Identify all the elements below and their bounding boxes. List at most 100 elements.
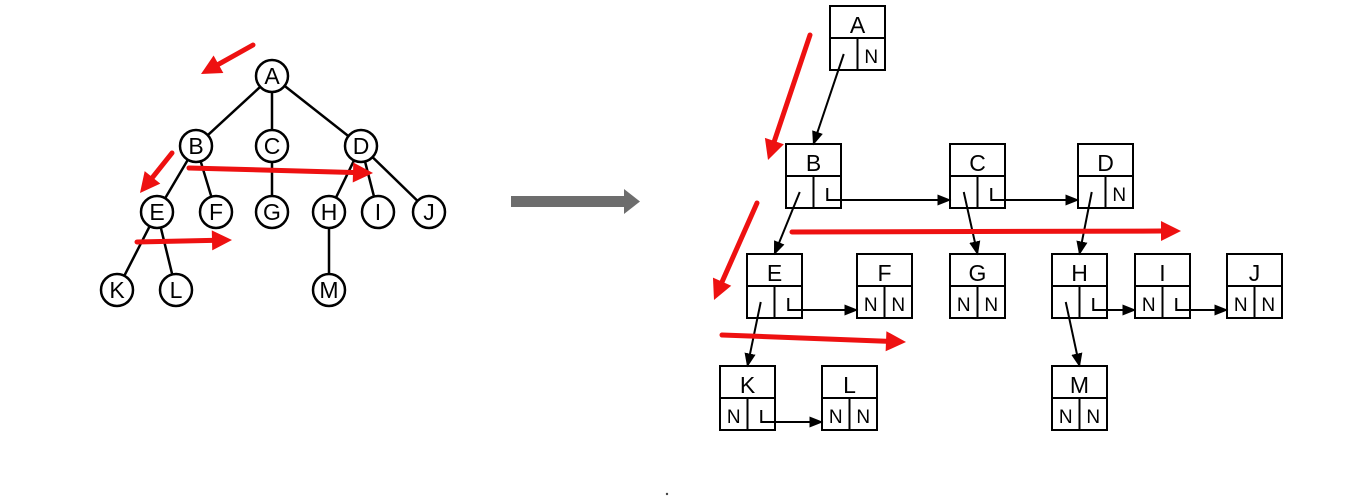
tree-nodes: A B C D E F G H I J K L M (99, 58, 447, 308)
traversal-arrow-shaft (149, 150, 175, 180)
traversal-arrows (134, 32, 1181, 352)
null-child-marker: N (727, 407, 741, 428)
tree-node: F (198, 194, 234, 230)
binary-node: E (746, 253, 803, 319)
null-sibling-marker: N (864, 47, 878, 68)
traversal-arrow (789, 221, 1181, 242)
tree-node-label: L (170, 277, 183, 303)
tree-node-label: B (188, 133, 203, 159)
traversal-arrow-shaft (719, 200, 760, 285)
tree-node-label: J (423, 199, 435, 225)
tree-node-label: F (209, 199, 223, 225)
binary-node-label: I (1159, 260, 1165, 286)
binary-node: DN (1077, 143, 1134, 209)
next-sibling-pointer (1092, 298, 1137, 316)
first-child-pointer (1064, 301, 1083, 368)
binary-node-label: J (1249, 260, 1261, 286)
binary-node-label: E (767, 260, 782, 286)
transform-arrow (511, 189, 640, 214)
tree-node-label: I (375, 199, 381, 225)
next-sibling-pointer (787, 298, 859, 316)
null-sibling-marker: N (1112, 185, 1126, 206)
traversal-arrow-head (1160, 221, 1181, 242)
tree-edge (123, 225, 151, 277)
tree-node-circle (158, 272, 194, 308)
tree-node-label: C (264, 133, 281, 159)
next-sibling-pointer (760, 410, 824, 428)
null-child-marker: N (957, 295, 971, 316)
tree-node: A (254, 58, 290, 94)
tree-node: K (99, 272, 135, 308)
tree-node: G (254, 194, 290, 230)
first-child-pointer (962, 191, 981, 256)
tree-node-circle (254, 194, 290, 230)
null-sibling-marker: N (984, 295, 998, 316)
tree-node: L (158, 272, 194, 308)
first-child-pointer (773, 191, 801, 256)
traversal-arrow-head (201, 55, 224, 74)
binary-node-label: L (843, 372, 856, 398)
tree-node: D (343, 128, 379, 164)
general-tree: A B C D E F G H I J K L M (99, 58, 447, 308)
binary-node: IN (1134, 253, 1191, 319)
traversal-arrow (140, 150, 175, 193)
traversal-arrow-shaft (134, 237, 215, 245)
traversal-arrow-shaft (789, 228, 1164, 235)
tree-edge (363, 161, 376, 197)
traversal-arrow-shaft (771, 32, 813, 144)
tree-node-circle (254, 58, 290, 94)
tree-node-label: A (264, 63, 280, 89)
binary-node-label: M (1070, 372, 1089, 398)
traversal-arrow (186, 162, 373, 183)
transform-arrow-head (624, 189, 640, 214)
tree-node-circle (343, 128, 379, 164)
traversal-arrow-head (211, 230, 232, 251)
traversal-arrow (712, 200, 760, 300)
traversal-arrow-head (712, 277, 732, 300)
traversal-arrow-head (885, 331, 906, 352)
binary-node-label: A (850, 12, 866, 38)
tree-node: C (254, 128, 290, 164)
tree-edge (283, 84, 350, 138)
tree-node-circle (99, 272, 135, 308)
tree-node-label: M (319, 277, 338, 303)
null-child-marker: N (1059, 407, 1073, 428)
traversal-arrow-head (764, 137, 784, 160)
tree-edge (371, 156, 419, 202)
traversal-arrow (764, 32, 813, 160)
null-sibling-marker: N (1261, 295, 1275, 316)
tree-node-circle (311, 272, 347, 308)
tree-node-label: H (321, 199, 338, 225)
tree-node-circle (139, 194, 175, 230)
binary-node: C (949, 143, 1006, 209)
binary-node-label: C (969, 150, 986, 176)
stray-dot (665, 492, 669, 496)
tree-node-circle (198, 194, 234, 230)
tree-node-circle (411, 194, 447, 230)
tree-node-circle (178, 128, 214, 164)
tree-edge (206, 85, 262, 137)
tree-node: E (139, 194, 175, 230)
binary-node-label: F (877, 260, 891, 286)
binary-tree-links (744, 53, 1229, 428)
traversal-arrow (719, 331, 906, 352)
transform-arrow-shaft (511, 196, 626, 207)
traversal-arrow-shaft (215, 42, 256, 67)
tree-node: B (178, 128, 214, 164)
binary-node: KN (719, 365, 776, 431)
first-child-pointer (812, 53, 845, 146)
next-sibling-pointer (990, 188, 1080, 206)
tree-node: J (411, 194, 447, 230)
binary-node-label: D (1097, 150, 1114, 176)
tree-node-label: G (263, 199, 281, 225)
null-child-marker: N (864, 295, 878, 316)
binary-node-label: H (1071, 260, 1088, 286)
tree-node-label: D (353, 133, 370, 159)
binary-node: H (1051, 253, 1108, 319)
null-sibling-marker: N (856, 407, 870, 428)
